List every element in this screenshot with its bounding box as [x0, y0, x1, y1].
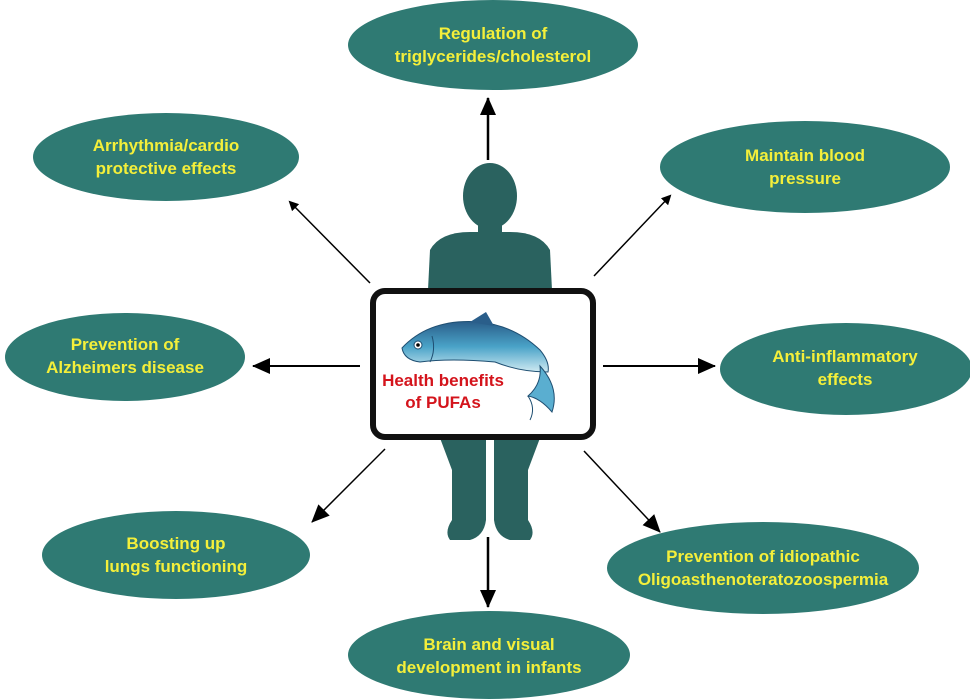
benefit-line: pressure — [769, 169, 841, 188]
benefit-blood-pressure: Maintain blood pressure — [660, 124, 950, 210]
center-title-line: of PUFAs — [405, 393, 481, 412]
arrow-bottom-right — [583, 450, 661, 533]
benefit-line: lungs functioning — [104, 557, 248, 576]
benefit-line: Oligoasthenoteratozoospermia — [637, 570, 889, 589]
benefit-line: triglycerides/cholesterol — [394, 47, 592, 66]
center-title: Health benefits of PUFAs — [372, 370, 514, 414]
benefit-triglycerides: Regulation of triglycerides/cholesterol — [348, 4, 638, 86]
fish-illustration — [401, 312, 555, 421]
benefit-line: Arrhythmia/cardio — [92, 136, 240, 155]
benefit-brain-visual: Brain and visual development in infants — [348, 614, 630, 698]
benefit-line: protective effects — [95, 159, 237, 178]
benefit-line: Boosting up — [126, 534, 226, 553]
benefit-line: Regulation of — [438, 24, 548, 43]
bubble-left-shape — [5, 313, 245, 401]
bubble-top-left-shape — [33, 113, 299, 201]
bubble-top-shape — [348, 0, 638, 90]
benefit-line: effects — [817, 370, 873, 389]
bubble-bottom-shape — [348, 611, 630, 699]
benefit-lungs: Boosting up lungs functioning — [42, 513, 310, 597]
benefit-line: Maintain blood — [745, 146, 865, 165]
benefit-line: Brain and visual — [423, 635, 555, 654]
benefit-line: Anti-inflammatory — [772, 347, 918, 366]
arrow-top-right — [593, 194, 672, 277]
arrow-top-left — [288, 200, 371, 284]
bubble-top-right-shape — [660, 121, 950, 213]
bubble-bottom-left-shape — [42, 511, 310, 599]
benefit-line: development in infants — [396, 658, 582, 677]
arrow-bottom-left — [311, 448, 386, 523]
benefit-line: Prevention of — [70, 335, 180, 354]
benefit-line: Prevention of idiopathic — [666, 547, 860, 566]
bubble-bottom-right-shape — [607, 522, 919, 614]
bubble-right-shape — [720, 323, 970, 415]
center-title-line: Health benefits — [382, 371, 504, 390]
benefit-alzheimers: Prevention of Alzheimers disease — [5, 314, 245, 398]
benefit-line: Alzheimers disease — [46, 358, 204, 377]
center-box — [370, 288, 596, 440]
benefit-arrhythmia: Arrhythmia/cardio protective effects — [33, 115, 299, 199]
benefit-anti-inflammatory: Anti-inflammatory effects — [720, 325, 970, 411]
